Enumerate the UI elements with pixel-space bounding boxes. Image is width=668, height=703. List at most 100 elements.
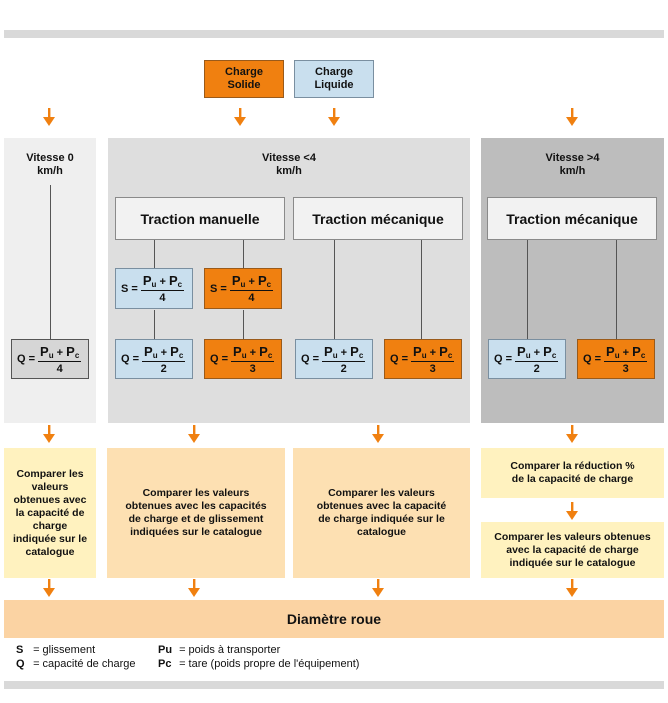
formula-denominator: 3 [231,360,275,375]
charge-liquide-label: Charge Liquide [314,66,354,91]
legend-pc-value: = tare (poids propre de l'équipement) [179,658,360,670]
formula-lhs: Q = [494,353,513,365]
legend: S = glissement Q = capacité de charge Pu… [16,643,436,673]
legend-pc-key: Pc [158,658,172,670]
formula-lhs: S = [210,282,227,295]
traction-mecanique-gt4-box: Traction mécanique [487,197,657,240]
flow-arrow-icon [566,579,578,597]
flow-arrow-icon [372,425,384,443]
flow-arrow-icon [188,425,200,443]
flow-arrow-icon [43,108,55,126]
formula-numerator: Pu + Pc [144,343,184,360]
speed-0-title: Vitesse 0 km/h [26,152,74,177]
flow-arrow-icon [372,579,384,597]
compare-box-manual: Comparer les valeurs obtenues avec les c… [107,448,285,578]
formula-lhs: S = [121,282,138,295]
formula-numerator: Pu + Pc [517,343,557,360]
diametre-roue-label: Diamètre roue [286,611,382,627]
flow-arrow-icon [566,425,578,443]
compare-box-gt4-reduction: Comparer la réduction % de la capacité d… [481,448,664,498]
speed-lt4-title: Vitesse <4 km/h [262,152,316,177]
formula-lhs: Q = [390,353,409,365]
traction-manuelle-box: Traction manuelle [115,197,285,240]
flow-arrow-icon [188,579,200,597]
compare-gt4-values-text: Comparer les valeurs obtenues avec la ca… [494,530,651,569]
formula-numerator: Pu + Pc [142,273,183,289]
formula-denominator: 3 [411,360,455,375]
legend-q-value: = capacité de charge [33,658,136,670]
formula-denominator: 3 [604,360,648,375]
charge-solide-box: Charge Solide [204,60,284,98]
traction-mecanique-lt4-box: Traction mécanique [293,197,463,240]
connector-line [421,239,422,339]
flow-arrow-icon [43,425,55,443]
formula-numerator: Pu + Pc [606,343,646,360]
formula-lhs: Q = [121,353,140,365]
formula-numerator: Pu + Pc [233,343,273,360]
compare-gt4-reduction-text: Comparer la réduction % de la capacité d… [510,460,635,485]
flow-arrow-icon [234,108,246,126]
compare-mech-text: Comparer les valeurs obtenues avec la ca… [316,487,447,538]
formula-numerator: Pu + Pc [324,343,364,360]
traction-mecanique-lt4-label: Traction mécanique [312,210,444,227]
connector-line [616,239,617,339]
traction-manuelle-label: Traction manuelle [140,210,260,227]
formula-numerator: Pu + Pc [413,343,453,360]
legend-pu-key: Pu [158,644,173,656]
flow-arrow-icon [566,502,578,520]
connector-line [243,239,244,269]
legend-s-key: S [16,644,24,656]
compare-speed-0-text: Comparer les valeurs obtenues avec la ca… [12,467,88,558]
compare-box-gt4-values: Comparer les valeurs obtenues avec la ca… [481,522,664,578]
compare-manual-text: Comparer les valeurs obtenues avec les c… [125,487,267,538]
connector-line [50,185,51,339]
charge-solide-label: Charge Solide [225,66,263,91]
formula-denominator: 2 [515,360,559,375]
formula-denominator: 4 [140,290,185,304]
connector-line [154,239,155,269]
connector-line [334,239,335,339]
flow-arrow-icon [43,579,55,597]
connector-line [243,310,244,340]
formula-denominator: 2 [322,360,366,375]
top-divider-bar [4,30,664,38]
legend-pu-value: = poids à transporter [179,644,281,656]
flow-arrow-icon [566,108,578,126]
compare-box-mech: Comparer les valeurs obtenues avec la ca… [293,448,470,578]
traction-mecanique-gt4-label: Traction mécanique [506,210,638,227]
compare-box-speed-0: Comparer les valeurs obtenues avec la ca… [4,448,96,578]
connector-line [527,239,528,339]
bottom-divider-bar [4,681,664,689]
formula-lhs: Q = [17,353,36,365]
legend-s-value: = glissement [33,644,96,656]
diametre-roue-bar: Diamètre roue [4,600,664,638]
formula-numerator: Pu + Pc [231,273,272,289]
formula-numerator: Pu + Pc [40,343,80,360]
connector-line [154,310,155,340]
formula-denominator: 4 [38,360,82,375]
flow-arrow-icon [328,108,340,126]
formula-lhs: Q = [583,353,602,365]
formula-lhs: Q = [210,353,229,365]
legend-q-key: Q [16,658,25,670]
panel-speed-gt4 [481,138,664,423]
charge-liquide-box: Charge Liquide [294,60,374,98]
